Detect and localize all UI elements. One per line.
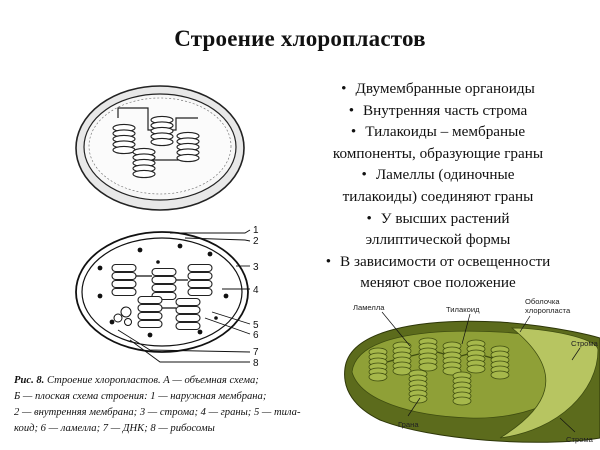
part-number: 5 <box>253 320 259 331</box>
chloroplast-3d-schema <box>75 85 245 211</box>
part-number: 7 <box>253 347 259 358</box>
part-number: 1 <box>253 225 259 236</box>
bullet-dot: • <box>341 80 347 97</box>
bullet-item: •Внутренняя часть строма <box>348 101 528 119</box>
bullet-dot: • <box>348 101 355 119</box>
label-envelope: хлоропласта <box>525 306 571 315</box>
caption-line: Б — плоская схема строения: 1 — наружная… <box>14 391 267 402</box>
chloroplast-3d-illustration <box>344 320 600 443</box>
figure-leader-lines <box>117 229 251 363</box>
part-number: 4 <box>253 285 259 296</box>
label-stroma: Строма <box>571 339 599 348</box>
bullet-item: •Двумембранные органоиды <box>341 80 535 97</box>
bullet-item: •В зависимости от освещенности <box>325 252 551 270</box>
bullet-continuation: компоненты, образующие граны <box>332 144 544 162</box>
caption-line: коид; 6 — ламелла; 7 — ДНК; 8 — рибосомы <box>14 423 215 434</box>
label-thylakoid: Тилакоид <box>446 305 480 314</box>
chloroplast-flat-schema <box>75 231 249 353</box>
bullet-item: •Тилакоиды – мембраные <box>350 123 526 141</box>
bullet-continuation: эллиптической формы <box>365 231 511 249</box>
caption-figure-number: Рис. 8. <box>14 375 45 386</box>
figure-numbers: 1 2 3 4 5 6 7 8 <box>253 225 259 369</box>
label-stroma-bottom: Строма <box>566 435 594 444</box>
bullet-list: •Двумембранные органоиды •Внутренняя час… <box>282 78 594 294</box>
label-lamella: Ламелла <box>353 303 385 312</box>
chloroplast-3d-labels <box>381 311 581 433</box>
bullet-continuation: меняют свое положение <box>360 274 516 292</box>
part-number: 2 <box>253 236 259 247</box>
label-envelope: Оболочка <box>525 297 560 306</box>
bullet-dot: • <box>350 123 357 141</box>
bullet-item: •У высших растений <box>366 209 510 227</box>
bullet-item: •Ламеллы (одиночные <box>361 166 515 184</box>
figure-caption: Рис. 8. Строение хлоропластов. А — объем… <box>14 373 346 437</box>
bullet-continuation: тилакоиды) соединяют граны <box>342 187 534 205</box>
bullet-dot: • <box>366 209 372 227</box>
bullet-dot: • <box>325 252 332 270</box>
part-number: 3 <box>253 262 259 273</box>
page-title: Строение хлоропластов <box>174 26 426 51</box>
bullet-dot: • <box>361 166 367 184</box>
part-number: 8 <box>253 358 259 369</box>
label-granum: Грана <box>398 420 419 429</box>
caption-line: 2 — внутренняя мембрана; 3 — строма; 4 —… <box>14 407 301 418</box>
part-number: 6 <box>253 330 259 341</box>
